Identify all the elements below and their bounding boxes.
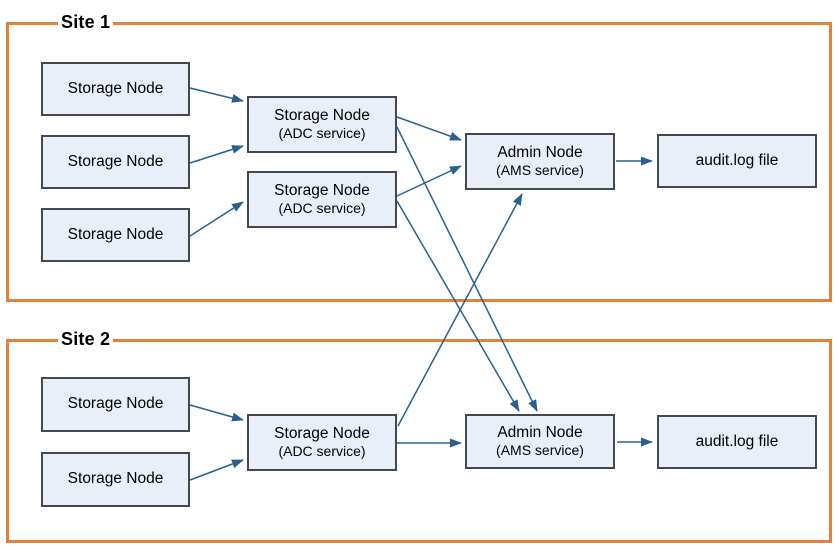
node-title: Admin Node xyxy=(497,424,583,442)
node-label: Storage Node xyxy=(67,152,164,170)
arrow-s1-adc1-to-s1-admin xyxy=(396,116,462,141)
node-label: audit.log file xyxy=(695,151,779,169)
site1-storage-node-adc-2: Storage Node (ADC service) xyxy=(247,171,397,228)
site1-storage-node-2: Storage Node xyxy=(41,135,190,189)
node-title: Storage Node xyxy=(274,425,370,443)
node-title: Storage Node xyxy=(274,107,370,125)
site1-title: Site 1 xyxy=(58,11,114,33)
node-label: Storage Node xyxy=(67,395,164,413)
site2-title: Site 2 xyxy=(58,328,114,350)
node-subtitle: (ADC service) xyxy=(278,200,366,217)
node-title: Storage Node xyxy=(274,182,370,200)
site1-group: Site 1 xyxy=(6,11,832,302)
node-label: Storage Node xyxy=(67,470,164,488)
site2-audit-log-file: audit.log file xyxy=(657,415,817,469)
arrow-s2-storage1-to-s2-adc1 xyxy=(189,404,244,422)
arrow-s1-adc2-to-s2-admin xyxy=(396,200,520,412)
node-subtitle: (AMS service) xyxy=(496,162,584,179)
arrow-s1-storage2-to-s1-adc1 xyxy=(189,145,244,164)
site2-storage-node-1: Storage Node xyxy=(41,377,190,432)
node-subtitle: (AMS service) xyxy=(496,442,584,459)
arrow-s1-adc1-to-s2-admin xyxy=(396,126,538,412)
site1-storage-node-adc-1: Storage Node (ADC service) xyxy=(247,96,397,153)
site2-storage-node-2: Storage Node xyxy=(41,452,190,507)
site1-storage-node-1: Storage Node xyxy=(41,62,190,116)
arrow-s2-storage2-to-s2-adc1 xyxy=(189,459,244,481)
site2-storage-node-adc-1: Storage Node (ADC service) xyxy=(247,414,397,471)
node-title: Admin Node xyxy=(497,144,583,162)
site2-admin-node: Admin Node (AMS service) xyxy=(465,414,615,469)
arrow-s1-adc2-to-s1-admin xyxy=(396,165,462,197)
site1-admin-node: Admin Node (AMS service) xyxy=(465,133,615,190)
node-subtitle: (ADC service) xyxy=(278,125,366,142)
site1-audit-log-file: audit.log file xyxy=(657,134,817,188)
node-label: Storage Node xyxy=(67,225,164,243)
site2-group: Site 2 xyxy=(6,328,832,543)
node-label: Storage Node xyxy=(67,79,164,97)
arrow-s1-storage3-to-s1-adc2 xyxy=(189,201,244,237)
arrow-s1-storage1-to-s1-adc1 xyxy=(189,87,244,103)
arrow-s2-adc1-to-s1-admin xyxy=(397,193,523,427)
node-subtitle: (ADC service) xyxy=(278,443,366,460)
site1-storage-node-3: Storage Node xyxy=(41,208,190,262)
node-label: audit.log file xyxy=(695,432,779,450)
